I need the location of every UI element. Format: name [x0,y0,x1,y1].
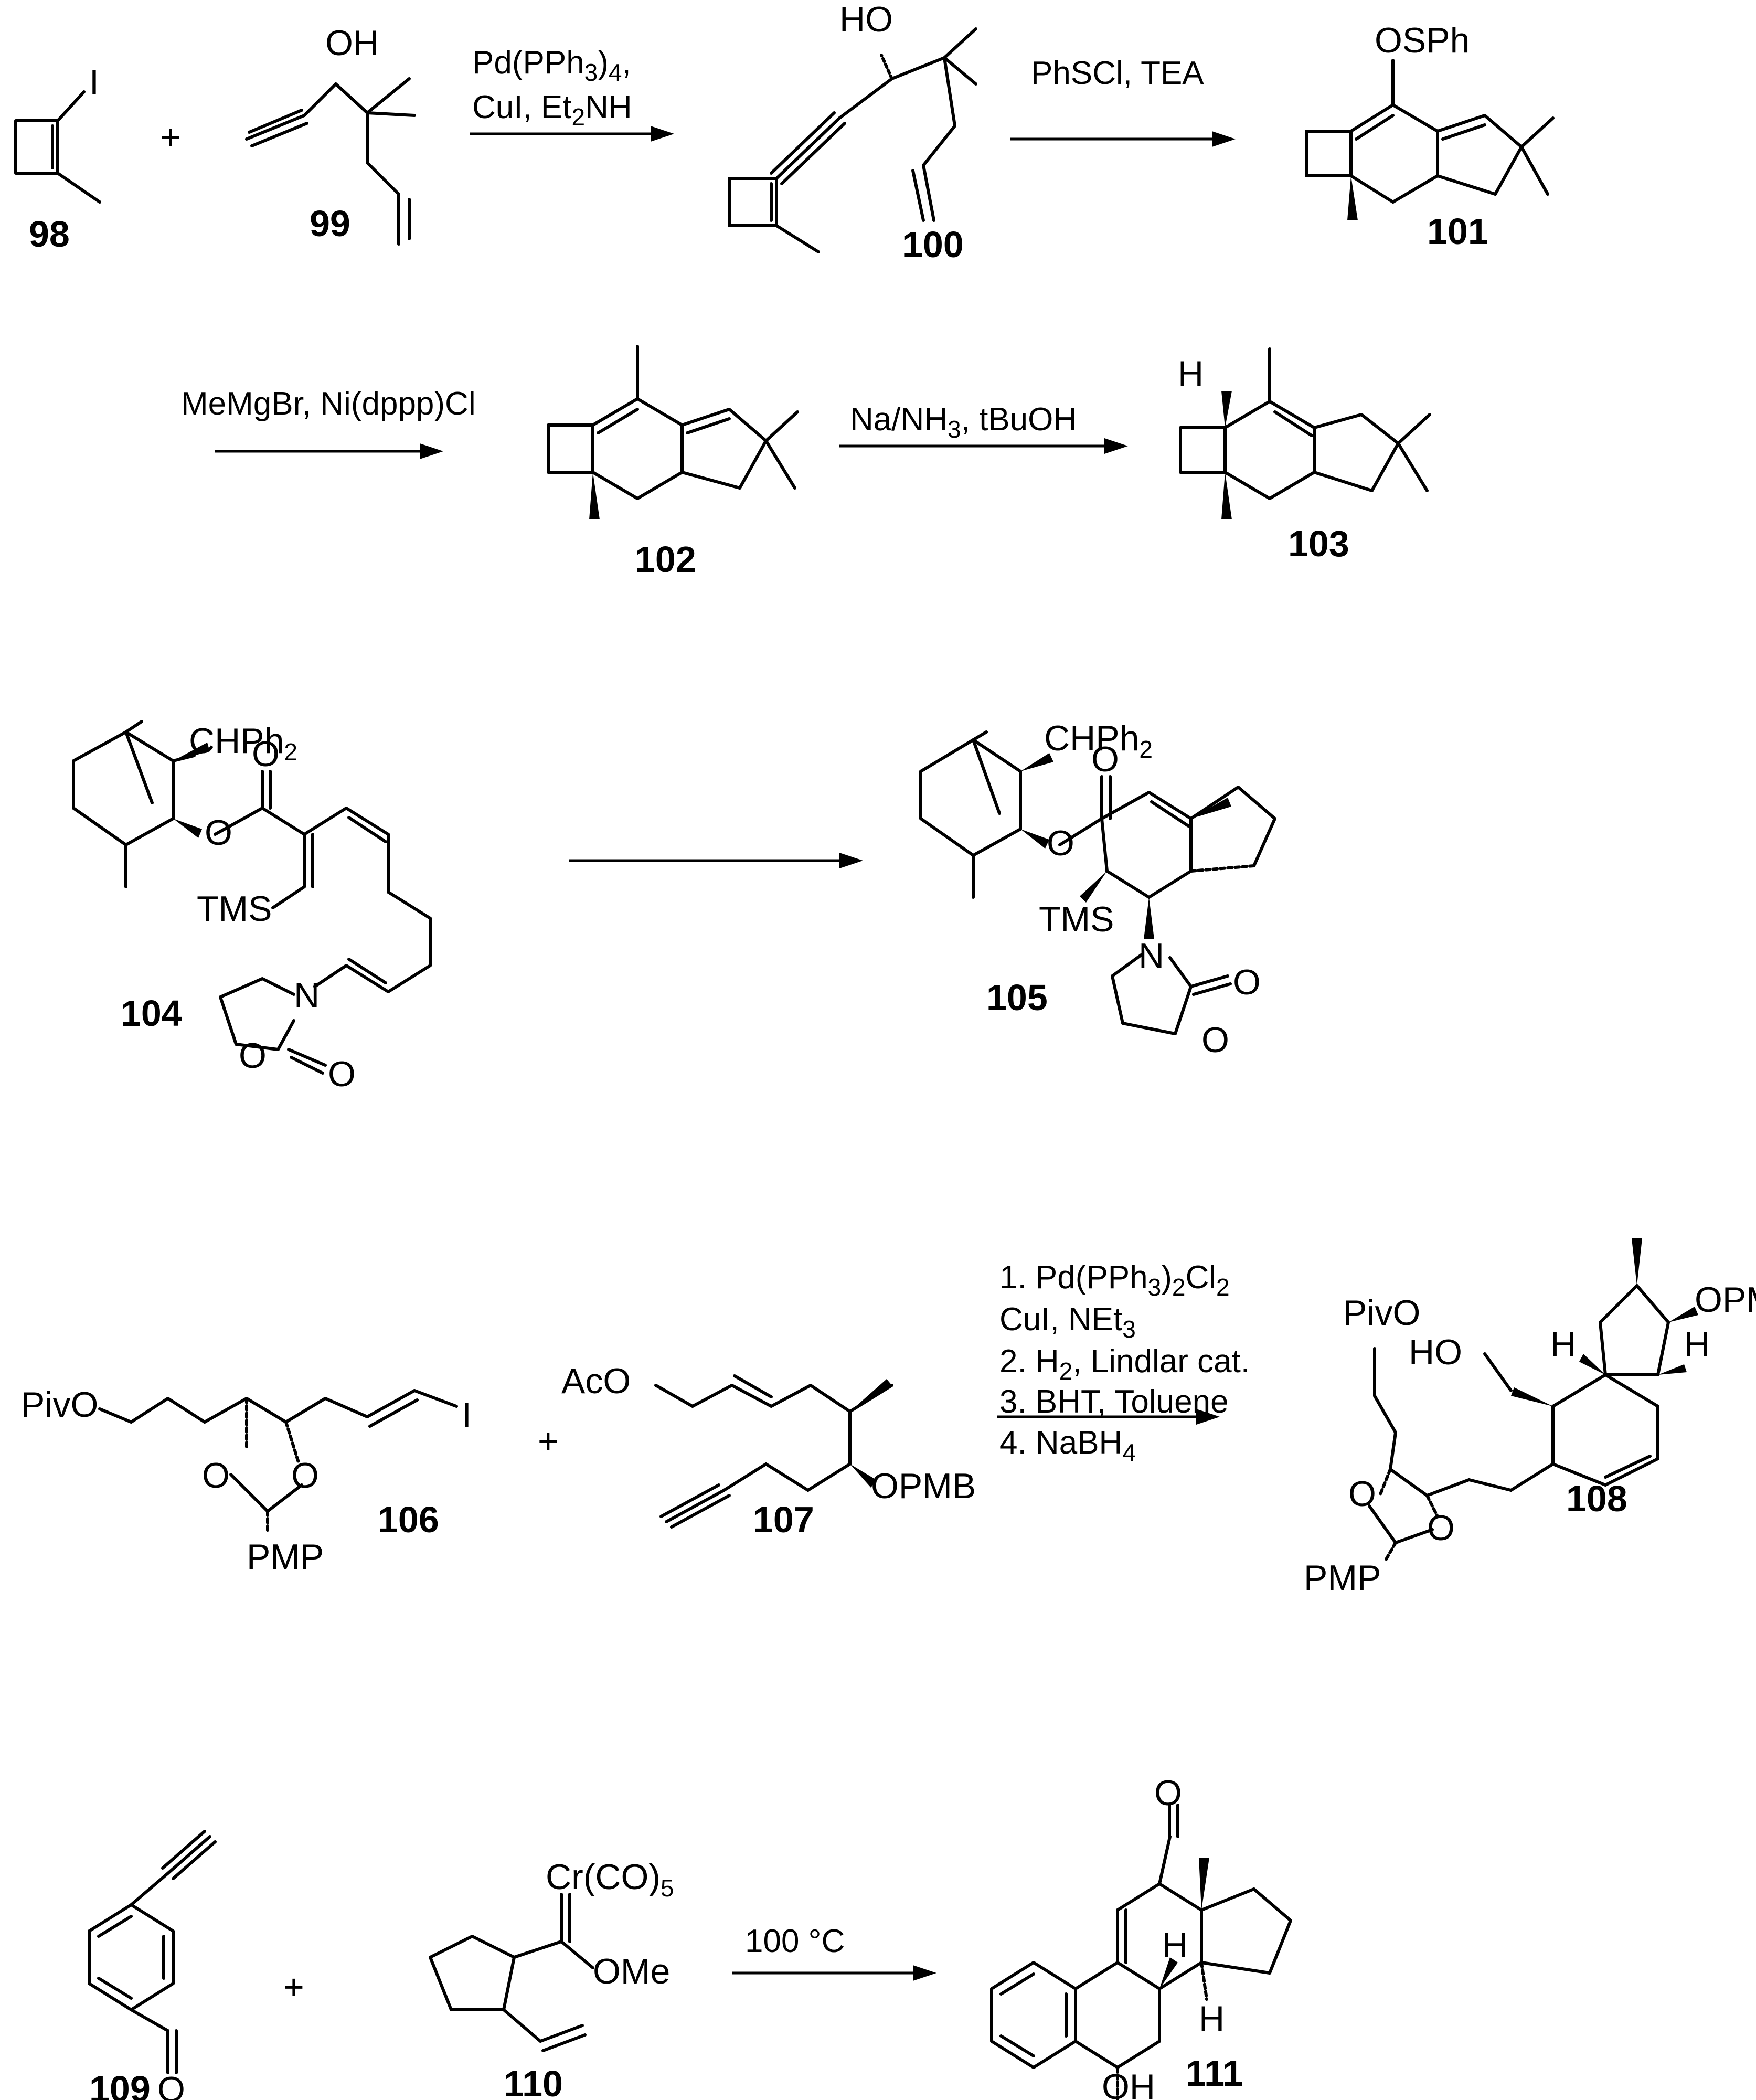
label-100: 100 [902,224,964,265]
label-111: 111 [1186,2053,1243,2094]
label-98: 98 [29,214,70,254]
reaction-arrow-2: PhSCl, TEA [1010,55,1236,147]
plus-sign-3: + [283,1967,304,2007]
atom-pivo-108: PivO [1343,1293,1420,1333]
compound-108: PivO HO OPMB H H O O PMP 108 [1304,1238,1756,1598]
plus-sign: + [160,118,181,157]
compound-107: AcO OPMB 107 [561,1361,976,1540]
atom-h1-108: H [1550,1324,1576,1364]
condition-6a: 1. Pd(PPh3)2Cl2 [999,1259,1230,1301]
compound-106: PivO I O O PMP 106 [21,1385,472,1577]
label-110: 110 [504,2063,563,2100]
atom-opmb-107: OPMB [871,1466,976,1506]
condition-2: PhSCl, TEA [1031,55,1204,91]
condition-3: MeMgBr, Ni(dppp)Cl [181,386,476,422]
atom-o-ester-105: O [1047,823,1074,863]
atom-iodine: I [89,62,99,102]
label-103: 103 [1288,523,1349,564]
atom-oh-111: OH [1102,2067,1155,2100]
atom-n-105: N [1138,936,1164,976]
compound-99: OH 99 [245,23,416,246]
atom-o-carbonyl2-104: O [328,1054,356,1094]
atom-h2-111: H [1199,1999,1225,2039]
label-101: 101 [1427,211,1488,252]
atom-tms-105: TMS [1039,899,1114,939]
label-108: 108 [1566,1478,1627,1519]
reaction-arrow-1: Pd(PPh3)4, CuI, Et2NH [470,45,674,142]
condition-7: 100 °C [745,1923,845,1959]
atom-osph: OSPh [1375,20,1470,60]
compound-104: CHPh2 O O TMS N O O 104 [72,720,432,1094]
atom-n-104: N [294,975,320,1015]
atom-pivo-106: PivO [21,1385,98,1425]
atom-chph2-105: CHPh2 [1044,718,1153,763]
atom-iodine-106: I [462,1395,472,1435]
atom-ho-108: HO [1409,1332,1462,1372]
atom-o2-108: O [1427,1508,1455,1548]
reaction-arrow-6: 1. Pd(PPh3)2Cl2 CuI, NEt3 2. H2, Lindlar… [997,1259,1250,1466]
atom-pmp-106: PMP [247,1537,324,1577]
condition-6c: 2. H2, Lindlar cat. [999,1343,1250,1385]
atom-pmp-108: PMP [1304,1558,1381,1598]
atom-opmb-108: OPMB [1695,1280,1756,1320]
atom-o-carbonyl-104: O [252,734,280,774]
atom-ome-110: OMe [593,1951,670,1991]
atom-o2-106: O [291,1456,319,1496]
atom-o1-108: O [1348,1474,1376,1514]
atom-h1-111: H [1162,1925,1188,1965]
atom-chph2-104: CHPh2 [189,721,297,766]
atom-oh: OH [325,23,379,63]
atom-o-ring-105: O [1201,1020,1229,1060]
label-107: 107 [753,1499,814,1540]
condition-1a: Pd(PPh3)4, [472,45,631,86]
plus-sign-2: + [538,1422,559,1461]
condition-6d: 3. BHT, Toluene [999,1384,1229,1420]
atom-h2-108: H [1684,1324,1710,1364]
reaction-arrow-3: MeMgBr, Ni(dppp)Cl [181,386,476,459]
compound-110: Cr(CO)5 OMe 110 [429,1857,674,2100]
atom-o-ester-104: O [205,813,232,853]
condition-6e: 4. NaBH4 [999,1425,1136,1466]
condition-1b: CuI, Et2NH [472,89,632,131]
atom-o-carbonyl-105: O [1091,739,1119,779]
reaction-arrow-7: 100 °C [732,1923,936,1981]
condition-6b: CuI, NEt3 [999,1301,1136,1343]
compound-102: 102 [547,345,799,580]
label-109: 109 [89,2069,151,2100]
atom-cr-110: Cr(CO)5 [546,1857,674,1902]
condition-4: Na/NH3, tBuOH [850,401,1077,443]
atom-o-109: O [157,2070,185,2100]
label-99: 99 [310,203,350,244]
compound-109: O 109 [88,1830,217,2100]
reaction-arrow-4: Na/NH3, tBuOH [839,401,1128,454]
compound-105: CHPh2 O O TMS N O O 105 [919,718,1276,1060]
label-102: 102 [635,539,696,580]
atom-o-carbonyl2-105: O [1233,962,1261,1002]
compound-103: H 103 [1178,347,1431,564]
compound-100: HO 100 [728,0,977,265]
atom-tms-104: TMS [197,889,272,929]
compound-98: I 98 [14,62,101,254]
atom-aco-107: AcO [561,1361,631,1401]
atom-o-ring-104: O [239,1036,267,1076]
atom-ho: HO [839,0,893,39]
compound-111: O H H OH 111 [990,1773,1292,2100]
label-105: 105 [986,977,1048,1018]
compound-101: OSPh 101 [1305,20,1555,252]
atom-h-103: H [1178,354,1204,394]
atom-o1-106: O [202,1456,230,1496]
atom-o-111: O [1154,1773,1182,1813]
reaction-arrow-5 [569,853,863,868]
label-106: 106 [378,1499,439,1540]
label-104: 104 [121,993,182,1034]
